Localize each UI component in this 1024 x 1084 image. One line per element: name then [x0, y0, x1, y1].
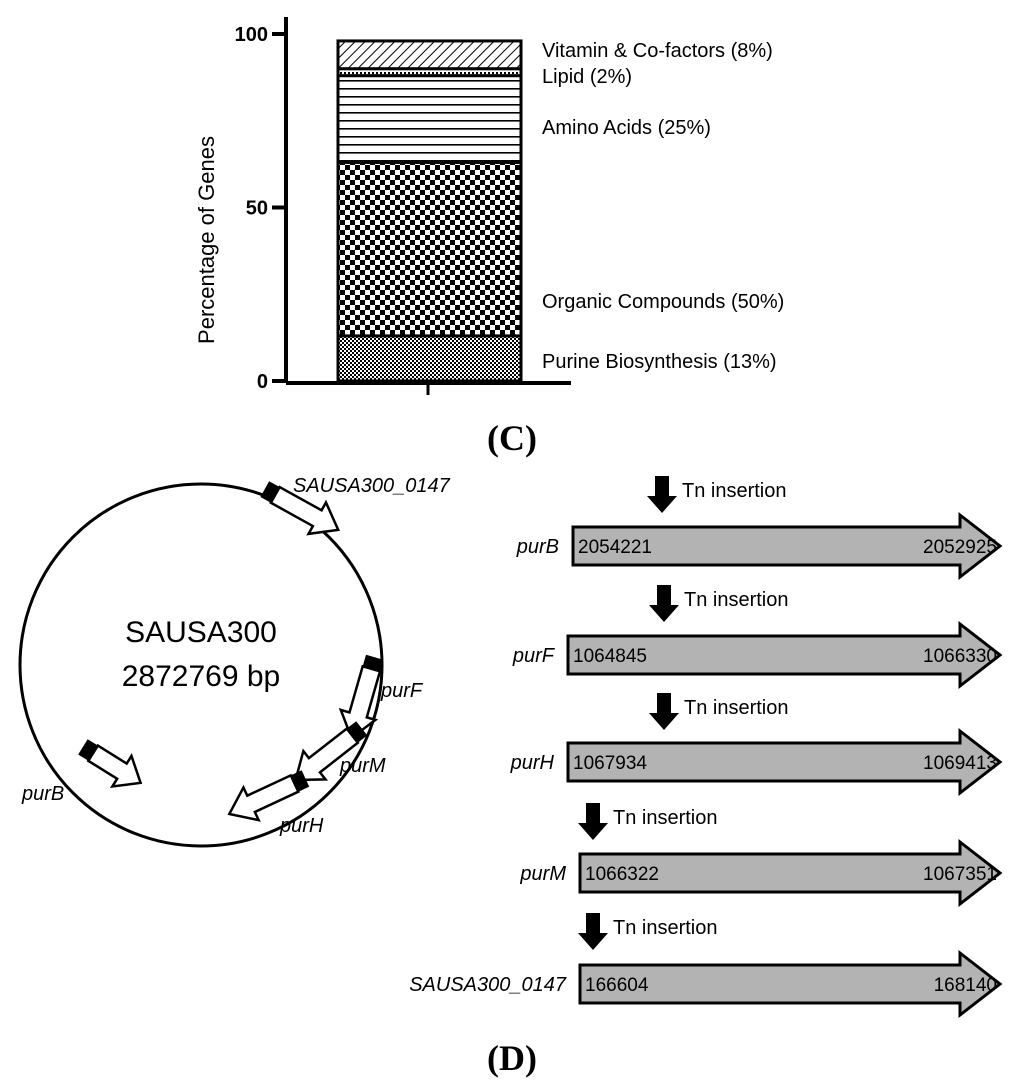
y-ticks: 0 50 100 — [235, 24, 286, 393]
y-axis-label: Percentage of Genes — [194, 136, 219, 344]
gene-arrow — [566, 727, 1003, 797]
gene-label-purM: purM — [339, 755, 386, 777]
segment-label: Organic Compounds (50%) — [542, 291, 784, 313]
gene-arrow-purH — [227, 770, 310, 822]
gene-row-purH: purH 1067934 1069413 Tn insertion — [510, 693, 1003, 797]
gene-label-purH: purH — [279, 815, 324, 837]
gene-end: 1066330 — [923, 646, 997, 667]
genome-name: SAUSA300 — [125, 616, 277, 649]
genome-map: SAUSA300 2872769 bp SAUSA300_0147 purF p… — [18, 475, 451, 848]
tn-insertion-label: Tn insertion — [684, 697, 789, 719]
bar-segment — [336, 334, 523, 383]
y-tick-label: 100 — [235, 24, 268, 46]
gene-arrow — [578, 949, 1003, 1019]
gene-insertion-rows: purB 2054221 2052925 Tn insertion purF 106484… — [409, 476, 1003, 1019]
gene-name: purF — [512, 645, 556, 667]
gene-arrow-purF — [338, 654, 384, 740]
gene-start: 2054221 — [578, 537, 652, 558]
panel-d-label: (D) — [487, 1038, 537, 1078]
gene-row-purM: purM 1066322 1067351 Tn insertion — [519, 803, 1003, 908]
gene-end: 2052925 — [923, 537, 997, 558]
bar-segment — [336, 160, 523, 338]
y-tick-label: 50 — [246, 198, 268, 220]
genome-size: 2872769 bp — [122, 660, 281, 693]
gene-end: 168140 — [934, 975, 997, 996]
gene-row-purF: purF 1064845 1066330 Tn insertion — [512, 585, 1003, 690]
bar-segment — [336, 39, 523, 71]
gene-name: purM — [519, 863, 566, 885]
y-tick-label: 0 — [257, 371, 268, 393]
chromosome-circle — [18, 482, 384, 848]
segment-label: Lipid (2%) — [542, 66, 632, 88]
panel-c-label: (C) — [487, 418, 537, 458]
gene-label-sausa300-0147: SAUSA300_0147 — [293, 475, 451, 497]
gene-row-sausa0147: SAUSA300_0147 166604 168140 Tn insertion — [409, 913, 1003, 1019]
tn-insertion-arrow — [649, 585, 679, 622]
tn-insertion-arrow — [578, 913, 608, 950]
segment-labels: Purine Biosynthesis (13%) Organic Compoun… — [542, 40, 784, 373]
gene-name: purB — [516, 536, 559, 558]
tn-insertion-label: Tn insertion — [613, 807, 718, 829]
gene-start: 1067934 — [573, 753, 647, 774]
gene-arrow-purB — [78, 739, 143, 789]
tn-insertion-arrow — [578, 803, 608, 840]
tn-insertion-arrow — [647, 476, 677, 513]
gene-arrow-purM — [293, 721, 368, 782]
bar-segments — [336, 39, 523, 383]
gene-label-purF: purF — [380, 680, 424, 702]
gene-label-purB: purB — [21, 783, 64, 805]
gene-start: 166604 — [585, 975, 649, 996]
gene-arrow — [578, 838, 1003, 908]
gene-end: 1069413 — [923, 753, 997, 774]
tn-insertion-label: Tn insertion — [684, 589, 789, 611]
gene-arrow-sausa300-0147 — [260, 481, 341, 536]
stacked-bar-chart: 0 50 100 Purine Biosynthesis (13%) Organic … — [194, 17, 784, 458]
segment-label: Amino Acids (25%) — [542, 117, 711, 139]
gene-start: 1064845 — [573, 646, 647, 667]
gene-end: 1067351 — [923, 864, 997, 885]
gene-start: 1066322 — [585, 864, 659, 885]
segment-label: Vitamin & Co-factors (8%) — [542, 40, 773, 62]
bar-segment — [336, 74, 523, 164]
gene-row-purB: purB 2054221 2052925 Tn insertion — [516, 476, 1003, 581]
tn-insertion-label: Tn insertion — [682, 480, 787, 502]
gene-arrow — [571, 511, 1003, 581]
gene-name: SAUSA300_0147 — [409, 974, 567, 996]
tn-insertion-arrow — [649, 693, 679, 730]
gene-arrow — [566, 620, 1003, 690]
segment-label: Purine Biosynthesis (13%) — [542, 351, 777, 373]
tn-insertion-label: Tn insertion — [613, 917, 718, 939]
gene-name: purH — [510, 752, 555, 774]
